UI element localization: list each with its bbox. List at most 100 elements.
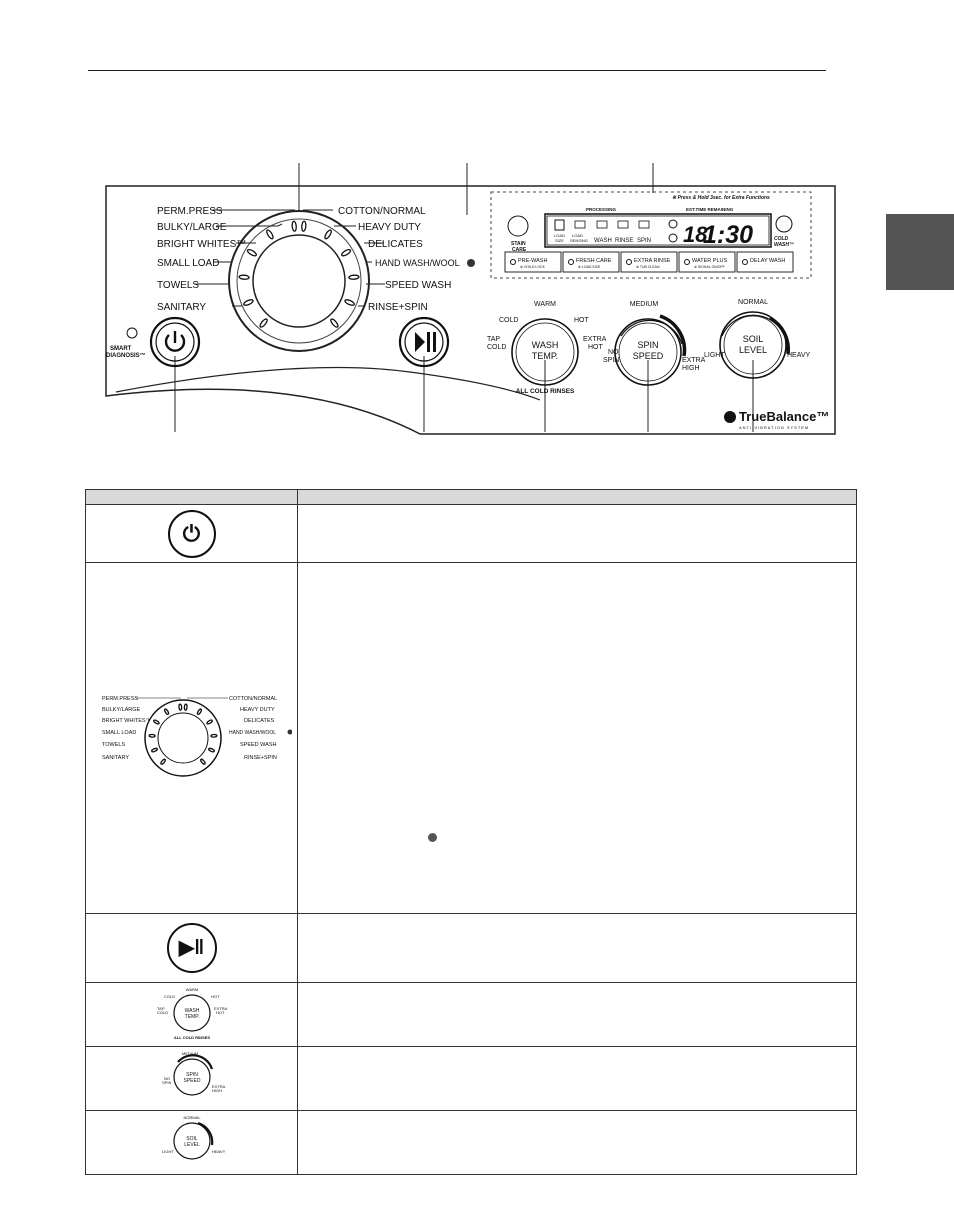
dial-position-marker: [246, 248, 257, 257]
display-dashed-box: [490, 191, 812, 279]
wash-temp-label: TEMP.: [532, 351, 558, 361]
option-label: DELAY WASH: [750, 258, 785, 264]
table-row: SPIN SPEED MEDIUM NO SPIN EXTRA HIGH: [85, 1046, 857, 1111]
soil-level-knob-small: SOIL LEVEL NORMAL LIGHT HEAVY: [162, 1115, 226, 1160]
dial-position-marker: [199, 758, 206, 765]
dial-position-marker: [238, 274, 250, 280]
description-cell: [297, 913, 857, 983]
dial-position-marker: [266, 229, 274, 240]
dial-position-marker: [301, 220, 307, 232]
svg-text:HOT: HOT: [211, 994, 220, 999]
option-label: EXTRA RINSE: [634, 258, 671, 264]
soil-normal: NORMAL: [738, 299, 768, 306]
wash-temp-label: WASH: [532, 340, 559, 350]
spin-speed-cell: SPIN SPEED MEDIUM NO SPIN EXTRA HIGH: [85, 1046, 298, 1111]
dial-position-marker: [348, 274, 360, 280]
stage-wash: WASH: [594, 238, 612, 244]
dial-position-marker: [205, 718, 213, 725]
option-indicator-icon: [684, 259, 690, 265]
time-display: 1:30: [703, 221, 753, 249]
option-label: PRE-WASH: [518, 258, 547, 264]
top-rule: [88, 70, 826, 71]
cold-wash-button-illustration: [775, 215, 793, 233]
small-cycle-label: DELICATES: [244, 718, 274, 724]
option-button-frame: [504, 251, 562, 273]
temp-warm: WARM: [534, 301, 556, 308]
svg-text:HEAVY: HEAVY: [212, 1149, 226, 1154]
svg-text:18: 18: [683, 222, 708, 247]
small-cycle-label: TOWELS: [102, 742, 125, 748]
soil-level-label: LEVEL: [739, 345, 767, 355]
controls-table: ⏻ PERM.PRESS BULKY/LARGE BRIGHT WHITES™ …: [85, 489, 857, 1175]
soil-light: LIGHT: [704, 352, 725, 359]
soil-level-knob: [719, 311, 791, 379]
load-sensing-indicator: SENSING: [570, 238, 588, 243]
wash-temp-cell: WASH TEMP. WARM COLD HOT TAP COLD EXTRA …: [85, 982, 298, 1047]
stage-spin: SPIN: [637, 238, 651, 244]
chapter-tab: [886, 214, 954, 290]
stage-rinse: RINSE: [615, 238, 633, 244]
cycle-label-right: SPEED WASH: [385, 280, 451, 291]
table-header-row: [85, 489, 857, 505]
option-sublabel: ※ LOAD SIZE: [578, 265, 601, 269]
dial-position-marker: [150, 747, 158, 752]
truebalance-logo-icon: [724, 411, 736, 423]
header-cell: [297, 489, 857, 505]
small-cycle-label: HAND WASH/WOOL: [229, 730, 276, 736]
option-label: FRESH CARE: [576, 258, 612, 264]
spin-speed-knob-small: SPIN SPEED MEDIUM NO SPIN EXTRA HIGH: [162, 1051, 225, 1096]
option-indicator-icon: [510, 259, 516, 265]
soil-heavy: HEAVY: [787, 352, 811, 359]
panel-curve: [115, 366, 541, 401]
svg-text:HIGH: HIGH: [212, 1088, 222, 1093]
processing-label: PROCESSING: [586, 207, 617, 212]
all-cold-rinses: ALL COLD RINSES: [516, 388, 575, 395]
temp-extra-hot: HOT: [588, 344, 604, 351]
svg-text:SPIN: SPIN: [162, 1080, 171, 1085]
dial-position-marker: [196, 707, 202, 715]
description-cell: [297, 1110, 857, 1175]
wash-temp-knob-small: WASH TEMP. WARM COLD HOT TAP COLD EXTRA …: [157, 987, 228, 1040]
dial-position-marker: [183, 702, 188, 711]
dial-position-marker: [163, 707, 169, 715]
cycle-label-right: COTTON/NORMAL: [338, 206, 426, 217]
dial-position-marker: [209, 733, 218, 738]
power-button-illustration: [149, 316, 201, 368]
svg-text:COLD: COLD: [157, 1010, 168, 1015]
temp-tap-cold: TAP: [487, 336, 500, 343]
option-button-frame: [736, 251, 794, 273]
dial-position-marker: [159, 758, 166, 765]
brand-tagline: ANTI-VIBRATION SYSTEM: [739, 425, 809, 430]
description-cell: [297, 1046, 857, 1111]
time-remaining-label: EST.TIME REMAINING: [686, 207, 734, 212]
cycle-dial-small: PERM.PRESS BULKY/LARGE BRIGHT WHITES™ SM…: [102, 696, 292, 777]
option-button-frame: [620, 251, 678, 273]
spin-medium: MEDIUM: [630, 301, 659, 308]
control-panel-illustration: PERM.PRESS BULKY/LARGE BRIGHT WHITES™ SM…: [105, 163, 836, 435]
small-cycle-label: SMALL LOAD: [102, 730, 136, 736]
table-row: SOIL LEVEL NORMAL LIGHT HEAVY: [85, 1110, 857, 1175]
option-button-frame: [678, 251, 736, 273]
svg-text:NORMAL: NORMAL: [183, 1115, 201, 1120]
small-cycle-label: BRIGHT WHITES™: [102, 718, 151, 724]
panel-outline: [105, 185, 836, 435]
dial-position-marker: [207, 747, 215, 752]
smart-diagnosis-icon: [126, 327, 138, 339]
stain-care-label: STAIN: [511, 241, 526, 247]
temp-tap-cold: COLD: [487, 344, 506, 351]
dial-position-marker: [330, 318, 339, 328]
svg-text:ALL COLD RINSES: ALL COLD RINSES: [173, 1035, 209, 1040]
smart-diagnosis-label: DIAGNOSIS™: [106, 352, 146, 359]
svg-text:SPIN: SPIN: [186, 1072, 198, 1078]
dial-position-marker: [341, 248, 352, 257]
header-cell: [85, 489, 298, 505]
svg-text:TAP: TAP: [157, 1006, 165, 1011]
cycle-label-left: SANITARY: [157, 302, 206, 313]
cycle-label-left: BULKY/LARGE: [157, 222, 227, 233]
table-row: ⏻: [85, 504, 857, 563]
small-cycle-label: PERM.PRESS: [102, 696, 138, 702]
svg-text:NO: NO: [164, 1076, 170, 1081]
svg-text:WARM: WARM: [185, 987, 198, 992]
description-cell: [297, 504, 857, 563]
cycle-label-right: DELICATES: [368, 239, 423, 250]
